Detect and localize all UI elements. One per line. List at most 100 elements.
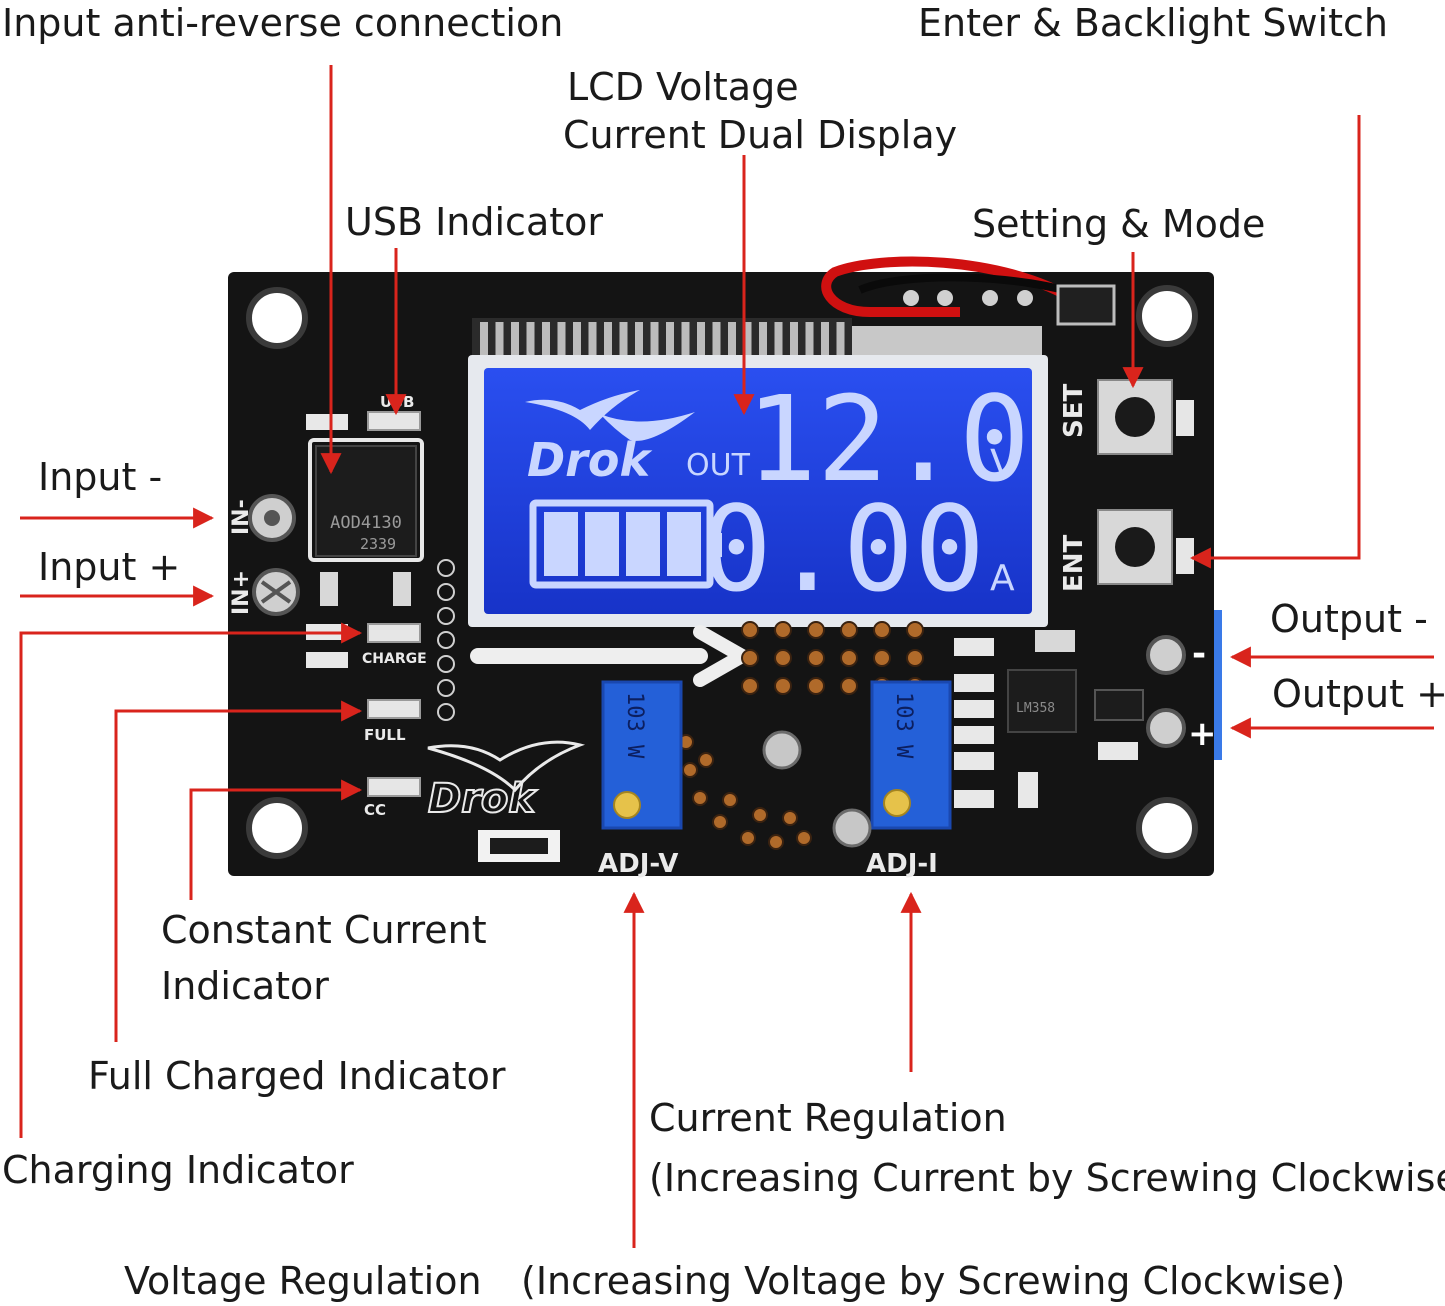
copper-pad — [840, 649, 858, 667]
smd-resistor — [1176, 400, 1194, 436]
output-plus-terminal — [1146, 708, 1186, 748]
ent-button[interactable]: ENT — [1059, 509, 1173, 592]
lcd-pin — [650, 322, 659, 358]
copper-pad — [906, 649, 924, 667]
lcd-pin — [697, 322, 705, 358]
lcd-bird-logo — [600, 412, 695, 441]
callout-lcd-line2: Current Dual Display — [563, 113, 958, 157]
callout-voltage-regulation: Voltage Regulation — [124, 1259, 482, 1303]
lcd-pin — [635, 322, 643, 358]
lcd-pin — [480, 322, 488, 358]
mounting-hole — [246, 287, 308, 349]
smd-resistor — [306, 652, 348, 668]
battery-bar — [544, 512, 578, 576]
callout-voltage-regulation-note: (Increasing Voltage by Screwing Clockwis… — [521, 1259, 1346, 1303]
lcd-pin-header — [472, 318, 1042, 362]
smd-components — [954, 638, 1138, 808]
lcd-pin — [759, 322, 767, 358]
copper-pad — [807, 649, 825, 667]
callout-input-anti-reverse: Input anti-reverse connection — [2, 1, 564, 45]
mounting-hole — [1136, 285, 1198, 347]
wire-connector — [1056, 284, 1116, 326]
copper-pad — [807, 621, 825, 639]
copper-pad — [741, 677, 759, 695]
lcd-pin — [557, 322, 566, 358]
lcd-pin — [728, 322, 736, 358]
copper-pad — [752, 807, 768, 823]
led-charge: CHARGE — [362, 623, 427, 667]
lcd-voltage-unit: V — [990, 442, 1018, 488]
copper-pad — [774, 677, 792, 695]
battery-bar — [667, 512, 701, 576]
silk-brand: Drok — [428, 776, 537, 822]
mounting-hole — [1136, 797, 1198, 859]
mounting-hole — [246, 797, 308, 859]
lcd-pin — [743, 322, 752, 358]
silk-out-plus: + — [1188, 714, 1217, 754]
silk-in-minus: IN- — [229, 499, 254, 535]
copper-pad — [796, 830, 812, 846]
mosfet-code: 2339 — [360, 535, 396, 553]
lcd-panel: Drok OUT 12.0 V 0.00 A — [468, 355, 1048, 627]
lcd-pin — [836, 322, 845, 358]
copper-pad — [740, 830, 756, 846]
silk-ent: ENT — [1059, 534, 1089, 592]
callout-current-reg-line1: Current Regulation — [649, 1096, 1007, 1140]
potentiometer-adj-i: 103 W ADJ-I — [866, 680, 952, 879]
svg-text:LM358: LM358 — [1016, 701, 1055, 716]
through-hole — [437, 607, 455, 625]
lcd-battery-icon — [529, 499, 722, 589]
smd-resistor — [954, 674, 994, 692]
smd-resistor — [954, 726, 994, 744]
lcd-brand: Drok — [527, 433, 652, 487]
copper-pad — [682, 762, 698, 778]
output-connector-edge — [1214, 610, 1222, 760]
battery-bar — [626, 512, 660, 576]
smd-resistor — [1176, 538, 1194, 574]
silk-set: SET — [1059, 384, 1089, 438]
callout-cc-line1: Constant Current — [161, 908, 487, 952]
potentiometer-adj-v: 103 W ADJ-V — [598, 680, 683, 879]
set-button[interactable]: SET — [1059, 379, 1173, 455]
smd-resistor — [1018, 772, 1038, 808]
smd-resistor — [1098, 742, 1138, 760]
callout-charging: Charging Indicator — [2, 1148, 354, 1192]
through-hole — [437, 655, 455, 673]
lcd-pin — [511, 322, 519, 358]
lcd-voltage-readout: 12.0 — [746, 370, 1030, 508]
solder-joint — [762, 730, 802, 770]
silk-bird-logo — [427, 740, 586, 793]
lcd-pin — [774, 322, 783, 358]
through-hole — [437, 631, 455, 649]
lcd-pin — [805, 322, 814, 358]
leader-enter-backlight — [1189, 115, 1361, 569]
lcd-pin — [666, 322, 674, 358]
callout-input-plus: Input + — [38, 545, 181, 589]
copper-pad — [712, 814, 728, 830]
callout-output-plus: Output + — [1272, 672, 1445, 716]
annotation-lines — [19, 65, 1434, 1248]
smd-resistor — [306, 414, 348, 430]
leader-charging — [19, 622, 363, 1138]
solder-pad — [1017, 290, 1033, 306]
silk-out-minus: - — [1192, 634, 1206, 674]
lcd-pin — [790, 322, 798, 358]
leader-constant-current — [189, 779, 363, 900]
lcd-pin — [821, 322, 829, 358]
output-minus-terminal — [1146, 635, 1186, 675]
lcd-pin — [573, 322, 581, 358]
led-cc: CC — [364, 777, 421, 819]
silk-adj-v: ADJ-V — [598, 849, 678, 879]
through-hole — [437, 583, 455, 601]
through-hole — [437, 703, 455, 721]
svg-text:FULL: FULL — [364, 726, 406, 744]
svg-text:103 W: 103 W — [622, 692, 647, 759]
opamp-lm358: LM358 — [1007, 669, 1077, 733]
callout-lcd-line1: LCD Voltage — [567, 65, 799, 109]
svg-text:CHARGE: CHARGE — [362, 651, 427, 667]
lcd-pin — [619, 322, 628, 358]
solder-pad — [937, 290, 953, 306]
lcd-bird-logo — [525, 390, 640, 430]
